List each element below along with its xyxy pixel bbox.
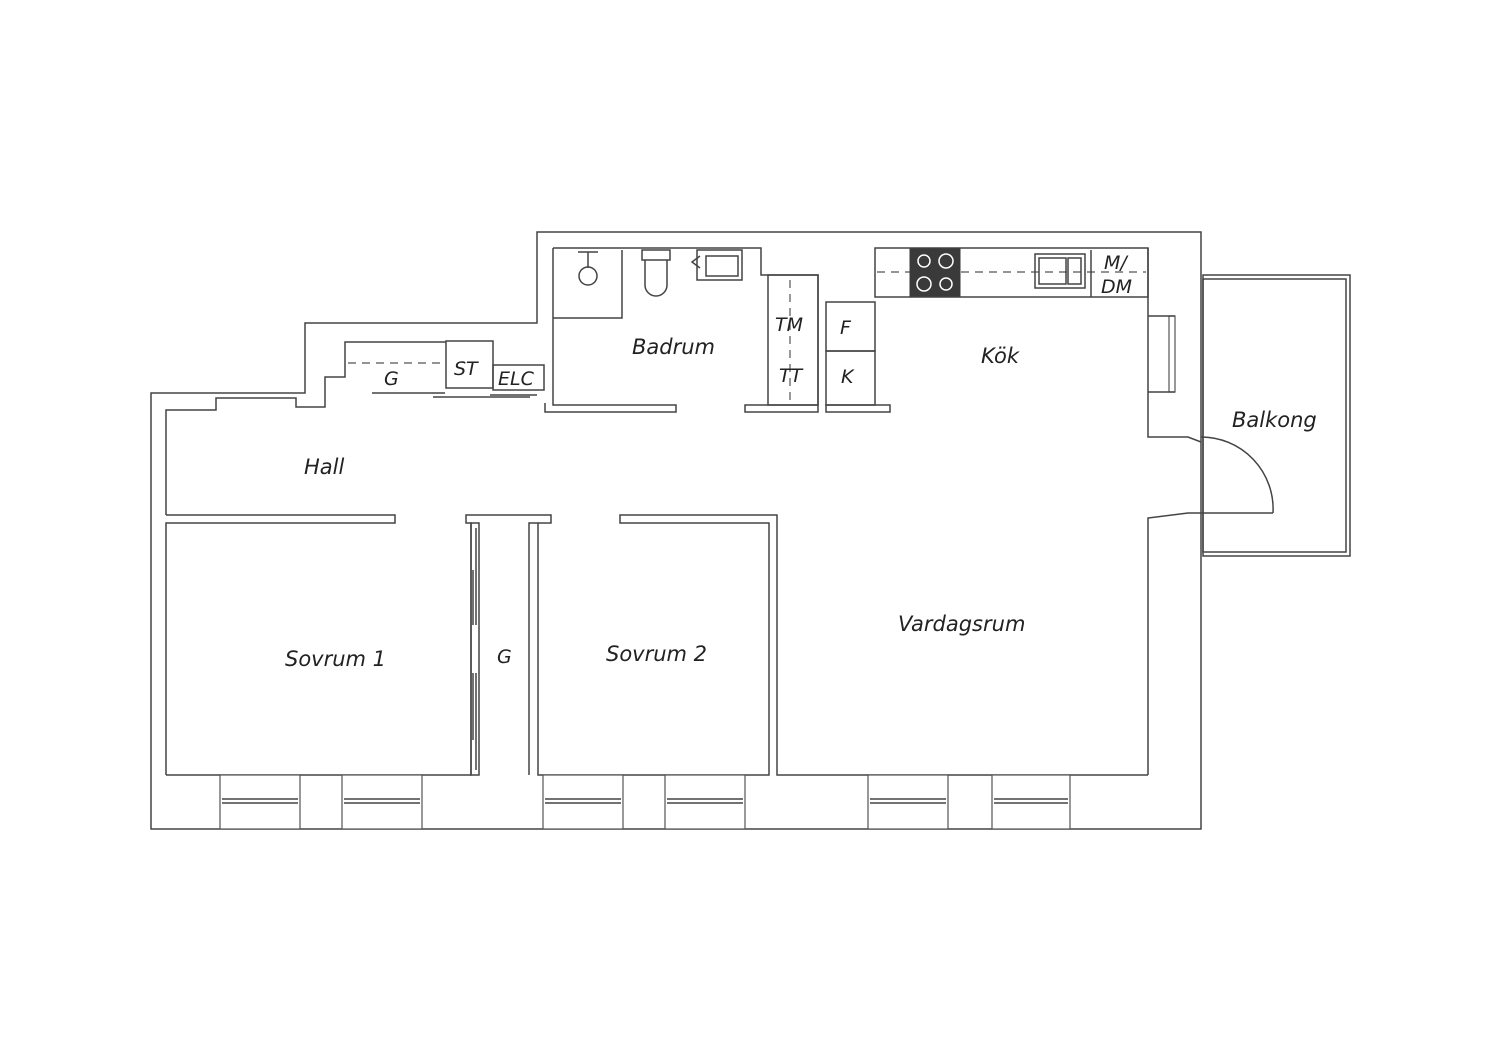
outer-wall [150, 231, 1202, 830]
burner-3 [916, 276, 932, 292]
laundry-floor-bar [744, 404, 819, 413]
bidet-shower-icon [690, 255, 701, 269]
fridge-floor-bar [825, 404, 891, 413]
fixture-label-dm: DM [1101, 276, 1132, 298]
window-2 [341, 774, 423, 830]
kitchen-sink-icon [1034, 253, 1086, 289]
balcony-inner [1202, 278, 1347, 553]
room-label-sovrum1: Sovrum 1 [285, 647, 386, 671]
fixture-label-k: K [841, 366, 855, 388]
room-label-badrum: Badrum [632, 335, 715, 359]
window-4 [664, 774, 746, 830]
room-label-balkong: Balkong [1232, 408, 1317, 432]
sink-basin [705, 255, 739, 277]
room-label-kok: Kök [981, 344, 1020, 368]
shower-enclosure [553, 250, 623, 319]
south-windows [219, 774, 1071, 830]
fixture-label-elc: ELC [498, 368, 535, 390]
fixture-label-st: ST [454, 358, 479, 380]
room-label-hall: Hall [304, 455, 344, 479]
elc-cabinet [492, 364, 545, 391]
fixture-label-f: F [840, 317, 852, 339]
window-1 [219, 774, 301, 830]
east-window-frame [1148, 315, 1175, 393]
burner-2 [938, 253, 954, 269]
fixture-label-g-sovrum: G [497, 646, 512, 668]
room-label-vardagsrum: Vardagsrum [898, 612, 1025, 636]
wardrobe-sliding-doors [472, 528, 477, 770]
kitchen-sink-bowl-2 [1067, 257, 1082, 285]
hall-inner-wall [165, 341, 446, 515]
hall-sliding-doors [372, 392, 537, 398]
burner-4 [939, 277, 953, 291]
window-3 [542, 774, 624, 830]
window-6 [991, 774, 1071, 830]
shower-drain-icon [578, 266, 598, 286]
window-sills [222, 798, 1068, 804]
fixture-label-g-hall: G [384, 368, 399, 390]
fixture-label-m: M/ [1104, 252, 1129, 274]
fixture-label-tt: TT [779, 365, 804, 387]
fixture-label-tm: TM [775, 314, 803, 336]
balcony-door-swing [1200, 436, 1274, 514]
kitchen-sink-bowl-1 [1038, 257, 1067, 285]
wardrobe-divider [470, 522, 480, 776]
shower-head-icon [578, 251, 598, 268]
bedroom1-walls [165, 514, 552, 776]
east-wall [1147, 248, 1202, 775]
kitchen-counter [874, 247, 1149, 298]
window-5 [867, 774, 949, 830]
east-window [1168, 315, 1176, 393]
burner-1 [917, 254, 931, 268]
stove-icon [909, 248, 961, 297]
toilet-icon [641, 249, 671, 297]
room-label-sovrum2: Sovrum 2 [606, 642, 707, 666]
